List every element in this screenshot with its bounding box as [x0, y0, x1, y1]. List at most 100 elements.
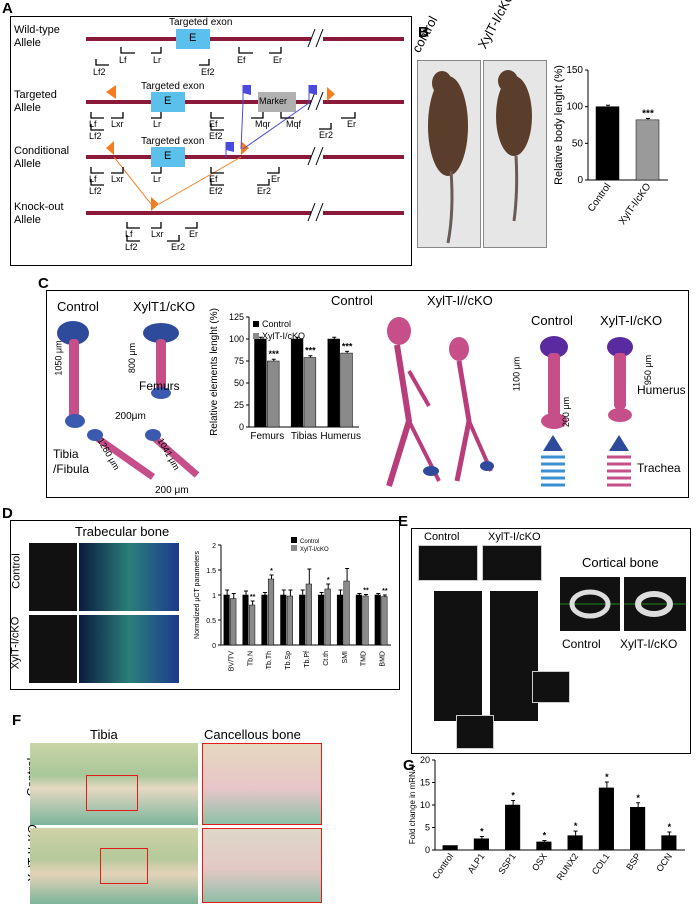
- d-ct-cko-1: [29, 615, 77, 683]
- bar: [536, 841, 552, 851]
- tibia-cko-image: [145, 429, 205, 483]
- d-ct-control-1: [29, 543, 77, 611]
- legend-label: Control: [300, 539, 319, 545]
- exon-e-1: E: [189, 32, 197, 44]
- y-tick-label: 10: [420, 800, 430, 810]
- marker-box: [258, 92, 296, 112]
- d-title: Trabecular bone: [75, 524, 170, 539]
- category-label: Femurs: [250, 431, 284, 442]
- primer-lf2-ko: Lf2: [125, 242, 138, 252]
- y-tick-label: 50: [234, 378, 244, 388]
- legend-label: XylT-I/cKO: [300, 547, 329, 553]
- c-femurs: Femurs: [139, 379, 180, 393]
- dim-1100: 1100 μm: [511, 356, 522, 392]
- bar: [442, 845, 458, 851]
- significance-label: *: [668, 822, 672, 832]
- bar: [254, 338, 267, 428]
- panel-label-a: A: [2, 0, 13, 17]
- bar: [261, 594, 268, 646]
- panel-c-frame: Control XylT1/cKO 1050 μm 800 μm Femurs …: [46, 290, 689, 498]
- bar: [343, 580, 350, 646]
- legend-label: XylT-I/cKO: [262, 331, 305, 341]
- y-tick-label: 100: [229, 334, 244, 344]
- legend-swatch: [291, 537, 297, 543]
- y-tick-label: 0: [577, 175, 583, 186]
- y-tick-label: 75: [234, 356, 244, 366]
- bar: [318, 594, 325, 646]
- primer-mqr: Mqr: [255, 119, 271, 129]
- primer-mqf: Mqf: [286, 119, 302, 129]
- significance-label: *: [480, 827, 484, 837]
- primer-er-wt: Er: [273, 55, 282, 65]
- primer-ef-wt: Ef: [237, 55, 246, 65]
- skeleton-images: [369, 311, 519, 496]
- panel-label-e: E: [398, 513, 409, 530]
- y-tick-label: 2: [212, 543, 216, 550]
- significance-label: **: [250, 594, 256, 601]
- category-label: BMD: [380, 651, 387, 667]
- targeted-exon-label-1: Targeted exon: [169, 17, 233, 28]
- bar: [505, 804, 521, 851]
- exon-wt: [176, 29, 210, 49]
- significance-label: **: [363, 588, 369, 595]
- c-cko2: XylT-I/cKO: [600, 313, 663, 328]
- category-label: XylT-I/cKO: [617, 181, 654, 227]
- primer-lxr-t: Lxr: [111, 119, 124, 129]
- y-axis-label: Fold change in mRNA: [408, 765, 417, 844]
- category-label: Tb.Sp: [285, 651, 292, 670]
- bar: [242, 594, 249, 646]
- category-label: Tb.N: [247, 651, 254, 666]
- bar: [362, 595, 369, 646]
- bar: [340, 352, 353, 428]
- d-ct-cko-2: [79, 615, 179, 683]
- b-label-cko: XylT-I/cKO: [474, 0, 518, 52]
- category-label: Control: [430, 851, 455, 881]
- category-label: COL1: [590, 851, 612, 876]
- bar: [336, 594, 344, 646]
- d-row-control: Control: [10, 553, 23, 589]
- bar: [286, 595, 293, 646]
- dim-200: 200 μm: [561, 396, 572, 428]
- c-humerus: Humerus: [637, 383, 686, 397]
- f-zoom-box-control: [86, 775, 138, 811]
- y-tick-label: 20: [420, 755, 430, 765]
- y-axis-label: Relative body lenght (%): [553, 65, 565, 185]
- skeleton-cko-label: XylT-I//cKO: [427, 293, 493, 308]
- y-tick-label: 1.5: [206, 568, 216, 575]
- primer-lf2-c: Lf2: [89, 186, 102, 196]
- category-label: OCN: [654, 851, 674, 873]
- category-label: Tb.Pf: [304, 651, 311, 668]
- bar: [473, 838, 489, 851]
- significance-label: ***: [268, 349, 279, 359]
- legend-label: Control: [262, 319, 291, 329]
- scale-200b: 200 μm: [155, 485, 189, 496]
- c-tibia-fibula: Tibia/Fibula: [53, 447, 90, 476]
- exon-conditional: [151, 147, 185, 167]
- bar: [305, 583, 312, 646]
- bar: [303, 357, 317, 428]
- category-label: ALP1: [466, 851, 487, 875]
- primer-er2-c: Er2: [257, 186, 272, 196]
- e-bone-control: [434, 591, 482, 721]
- d-row-cko: XylT-I/cKO: [9, 616, 22, 670]
- category-label: Ct.th: [323, 651, 330, 666]
- trachea-control-image: [535, 433, 571, 489]
- f-cancellous: Cancellous bone: [204, 727, 301, 742]
- bar: [327, 338, 340, 428]
- panel-label-c: C: [38, 275, 49, 292]
- significance-label: *: [327, 577, 330, 584]
- dim-950: 950 μm: [643, 354, 654, 386]
- significance-label: ***: [305, 346, 316, 356]
- bar: [355, 594, 362, 646]
- legend-swatch: [253, 333, 259, 339]
- primer-ef2-wt: Ef2: [201, 67, 215, 77]
- bar: [598, 787, 614, 851]
- legend-swatch: [253, 321, 259, 327]
- femur-control-image: [55, 319, 97, 429]
- e-cko: XylT-I/cKO: [488, 531, 541, 543]
- category-label: RUNX2: [555, 851, 581, 882]
